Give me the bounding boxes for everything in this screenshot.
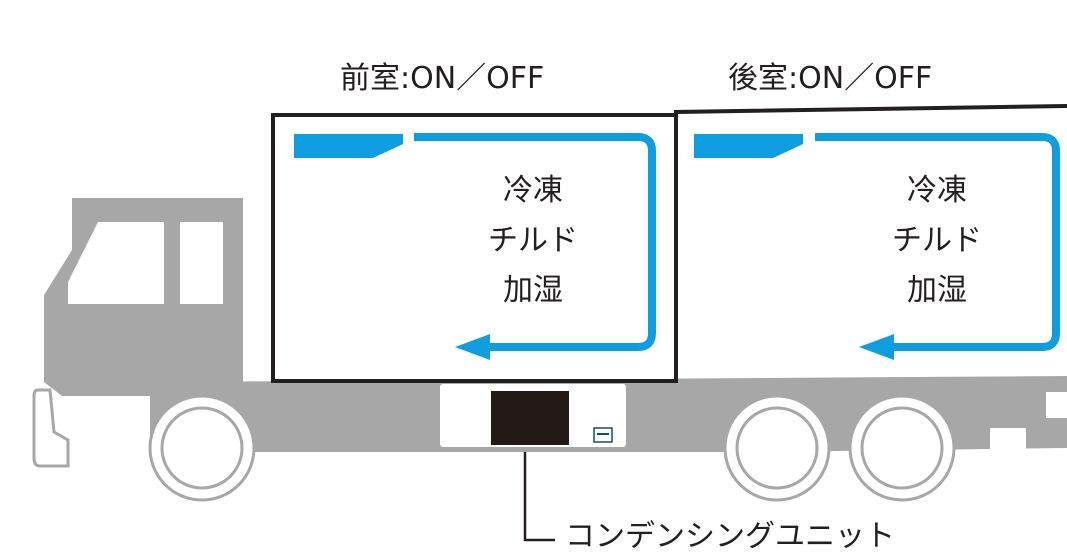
front-chamber-label: 前室:ON／OFF	[340, 61, 545, 96]
front-mode-humidify: 加湿	[503, 273, 563, 308]
front-arrow-head	[455, 334, 490, 360]
rear-wheel-1	[723, 394, 831, 502]
unit-leader-line	[523, 452, 555, 542]
chassis-rear-notch	[1046, 392, 1067, 418]
chassis-rear-cutout	[990, 428, 1026, 450]
cab-bumper	[32, 388, 70, 468]
condensing-unit	[440, 384, 626, 542]
front-airflow	[294, 133, 656, 360]
condensing-unit-label: コンデンシングユニット	[565, 519, 895, 554]
rear-chamber-label: 後室:ON／OFF	[728, 61, 933, 96]
rear-mode-chilled: チルド	[892, 223, 982, 258]
front-evaporator-icon	[294, 134, 403, 158]
front-wheel	[148, 394, 256, 502]
rear-airflow	[694, 133, 1060, 360]
cab-side-window	[180, 222, 223, 304]
front-airflow-arrow	[414, 133, 656, 351]
truck-cab	[32, 198, 243, 468]
rear-evaporator-icon	[694, 134, 803, 158]
rear-airflow-arrow	[815, 133, 1060, 351]
rear-mode-humidify: 加湿	[907, 273, 967, 308]
front-mode-chilled: チルド	[488, 223, 578, 258]
rear-chamber	[674, 104, 1067, 381]
cab-window	[68, 222, 164, 304]
rear-arrow-head	[859, 334, 894, 360]
rear-wheel-2	[848, 394, 956, 502]
front-chamber	[271, 113, 678, 383]
front-mode-freeze: 冷凍	[503, 173, 563, 208]
unit-block	[491, 391, 569, 445]
rear-mode-freeze: 冷凍	[907, 173, 967, 208]
cargo-box	[271, 104, 1067, 383]
